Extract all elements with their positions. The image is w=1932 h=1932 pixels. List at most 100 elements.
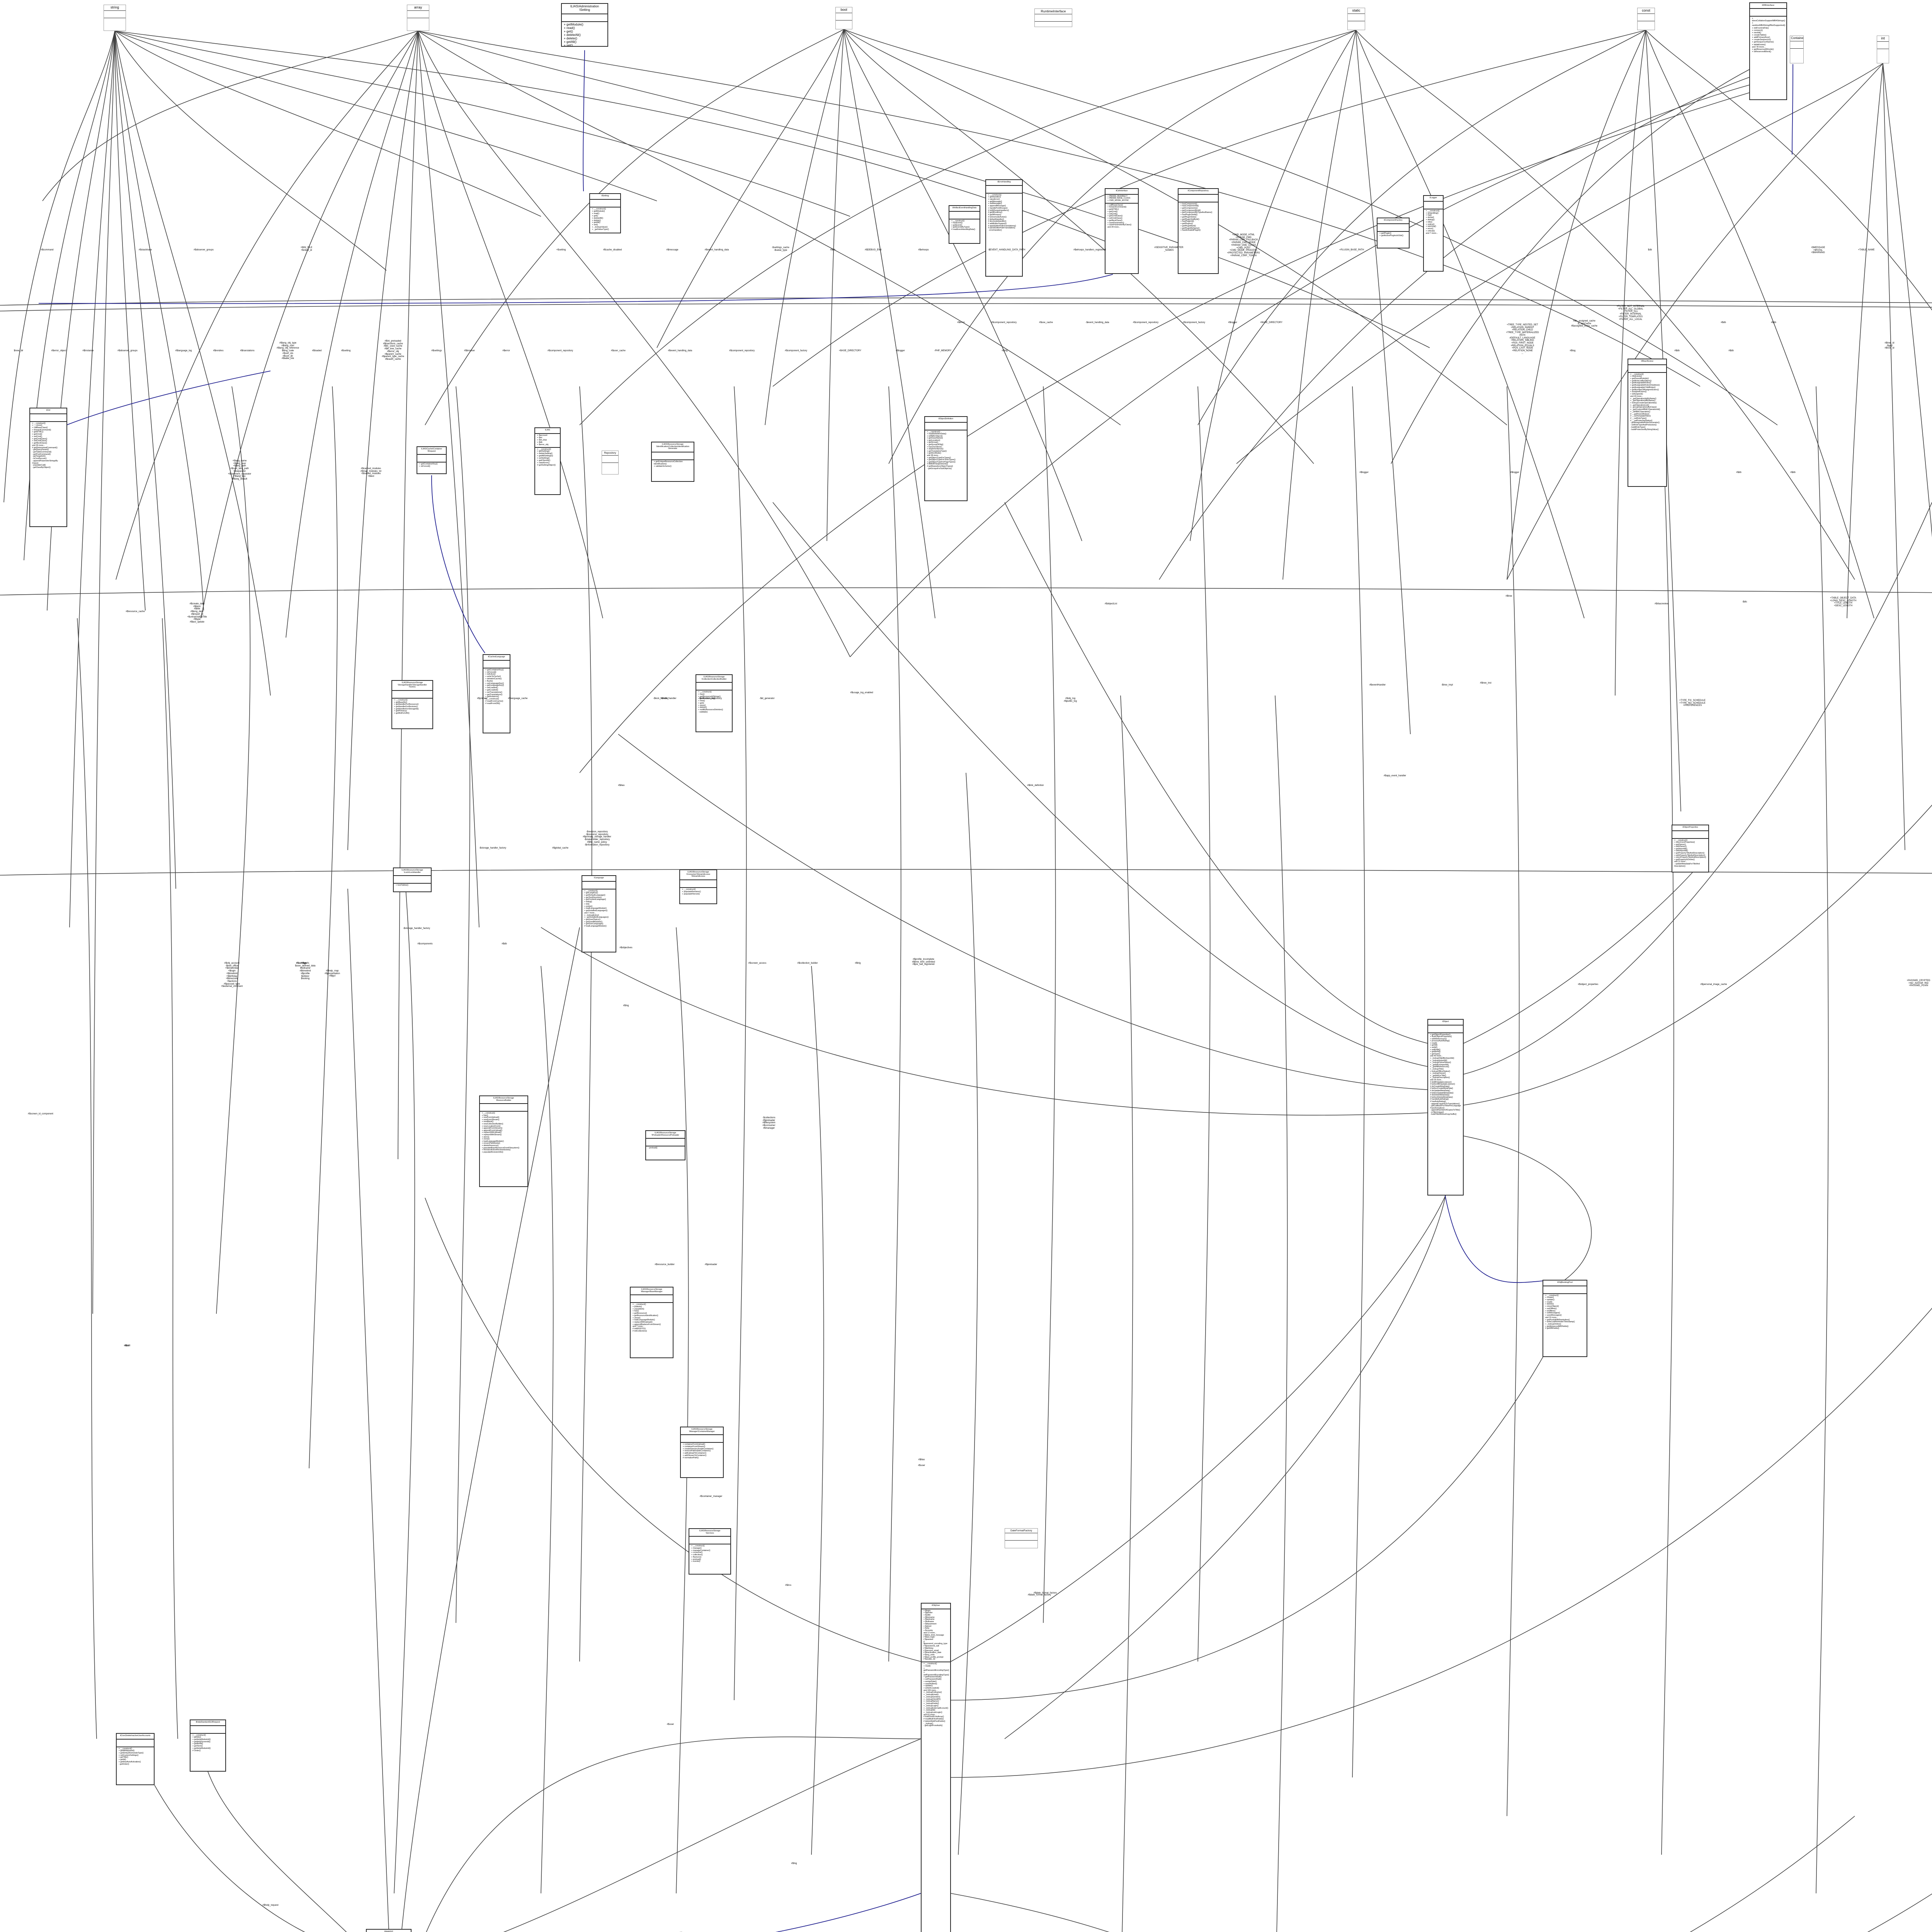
edge-label: #$settings <box>296 962 307 964</box>
class-operations: + hasComponent() + hasComponentId() + ge… <box>1180 202 1213 232</box>
class-node-ilCronDeleteInactiveUserAccounts[interactable]: ilCronDeleteInactiveUserAccounts+ __cons… <box>116 1733 155 1785</box>
class-node-ILIAS_ResourceStorage_Manager_ContainerManager[interactable]: ILIAS\ResourceStorage \Manager\Container… <box>680 1427 724 1478</box>
edge-label: #$global_cache <box>552 847 569 849</box>
class-attributes <box>696 683 732 691</box>
class-node-Repository[interactable]: Repository <box>602 451 619 474</box>
class-node-ilComponentRepository[interactable]: ilComponentRepository+ hasComponent() + … <box>1178 188 1219 274</box>
edge-label: #$use_cache <box>1039 321 1053 324</box>
class-node-ilCachedLanguage[interactable]: ilCachedLanguage+ getContainerKey() + is… <box>483 654 510 733</box>
class-node-ILIAS_ResourceStorage_Identification_CollectionIdentificationGenerator[interactable]: ILIAS\ResourceStorage \Identification\Co… <box>651 442 694 482</box>
edge-label: #$help_map #$presentation #$lgui <box>325 970 340 978</box>
class-node-static[interactable]: static <box>1347 8 1365 30</box>
class-node-ilHelpGUI[interactable]: ilHelpGUI+ __construct() + setDefaultScr… <box>366 1929 412 1932</box>
class-node-ilLogger[interactable]: ilLogger+ __construct() + isHandling() +… <box>1423 195 1444 272</box>
class-attributes <box>480 1104 527 1112</box>
edge-label: #$lang_obj_type #$lang_user #$lang_obj_r… <box>276 342 299 360</box>
edge-label: #$object_properties <box>1578 983 1599 986</box>
class-node-ilObjBookingPool[interactable]: ilObjBookingPool+ __construct() + create… <box>1543 1280 1587 1357</box>
edge-label: #$event_handling_data <box>704 249 729 251</box>
class-operations: + __construct() + has() + getResourceIdS… <box>698 691 723 713</box>
edge-label: #$logger <box>896 350 905 352</box>
class-node-ILIAS_ResourceStorage_Preloader_ResourcePreloader[interactable]: ILIAS\ResourceStorage \Preloader\Resourc… <box>645 1130 685 1160</box>
class-attributes <box>1672 831 1708 839</box>
class-operations <box>836 20 852 22</box>
class-operations: + getContainerKey() + isForced() <box>419 463 438 468</box>
class-node-int[interactable]: int <box>1877 36 1889 63</box>
edge-label: #$obj_account -$tree_office +$timelimite… <box>221 962 243 988</box>
edge-label: +BASE_DIRECTORY <box>839 350 861 352</box>
class-node-ilArtifactEventHandlingData[interactable]: ilArtifactEventHandlingData+ __construct… <box>949 205 980 244</box>
edge-label: #$date_format_factory <box>1027 1594 1051 1596</box>
class-node-ILIAS_ResourceStorage_Lock_LockHandler[interactable]: ILIAS\ResourceStorage \Lock\LockHandler+… <box>393 867 432 892</box>
class-node-ilObjectDefinition[interactable]: ilObjectDefinition+ __construct() + read… <box>924 416 968 501</box>
class-node-ilCtrl[interactable]: ilCtrl+ __construct() + __clone() + call… <box>29 408 67 527</box>
class-node-ILIAS_ResourceStorage_Consumer_StreamAccess_StreamAccess[interactable]: ILIAS\ResourceStorage \Consumer\StreamAc… <box>679 869 717 904</box>
edge-label: #$screen_id_component <box>28 1113 53 1115</box>
class-attributes <box>104 11 126 18</box>
class-node-ilDBInterface[interactable]: ilDBInterface+ doesCollationSupportMB4St… <box>1749 2 1787 100</box>
class-operations: + getUniqueResourceCollection Identifica… <box>654 461 683 468</box>
class-node-ilRbacReview[interactable]: ilRbacReview+ __construct() + roleExists… <box>1628 359 1667 487</box>
class-node-bool[interactable]: bool <box>835 7 852 29</box>
class-node-ILIAS_ResourceStorage_ResourceBuilder[interactable]: ILIAS\ResourceStorage \ResourceBuilder+ … <box>479 1095 528 1187</box>
class-node-ILIAS_Cache_Container_Request[interactable]: ILIAS\Cache\Container \Request+ getConta… <box>417 446 447 474</box>
edge-label: #$resource_cache <box>126 611 145 613</box>
class-node-ilComponentFactory[interactable]: ilComponentFactory+ getPlugin() + getAct… <box>1377 218 1410 248</box>
edge-label: #$create_date #$desc #$title #$long_desc… <box>187 603 207 624</box>
class-node-ILIAS_Administration_Setting[interactable]: ILIAS\Administration \Setting+ getModule… <box>561 3 608 47</box>
edge-label: #$is_assigned_cache -$_opsCache #$assign… <box>1571 320 1598 328</box>
edge-label: #$whoops <box>918 249 929 251</box>
class-title: ilDBInterface <box>1750 3 1786 9</box>
class-node-ilLanguage[interactable]: ilLanguage+ __construct() + getLangKey()… <box>582 875 616 952</box>
class-node-ILIAS_ResourceStorage_StorageHandler_StorageHandlerFactory[interactable]: ILIAS\ResourceStorage \StorageHandler\St… <box>391 680 433 729</box>
edge-label: #$usage_log_enabled <box>850 692 873 694</box>
class-title: static <box>1348 8 1365 14</box>
class-title: ILIAS\ResourceStorage \Lock\LockHandler <box>394 868 431 876</box>
class-node-array[interactable]: array <box>407 5 429 31</box>
class-title: ILIAS\ResourceStorage \Identification\Co… <box>652 442 694 453</box>
class-attributes: + $account + $ini + $ini_ilias + $db + $… <box>535 434 560 448</box>
class-node-ilObject[interactable]: ilObject+ getObjectProperties() + flushO… <box>1427 1019 1464 1196</box>
class-node-ilErrorHandling[interactable]: ilErrorHandling+ __construct() + getHand… <box>985 179 1023 277</box>
class-attributes <box>417 455 446 463</box>
class-node-DateFormatFactory[interactable]: DateFormatFactory <box>1005 1528 1038 1548</box>
class-operations <box>1790 49 1803 50</box>
edge-label: $new_dir <box>14 350 24 352</box>
class-node-ILIAS_ResourceStorage_Collection_CollectionBuilder[interactable]: ILIAS\ResourceStorage \Collection\Collec… <box>696 674 733 732</box>
class-attributes <box>407 11 429 18</box>
class-title: ILIAS\ResourceStorage \ResourceBuilder <box>480 1096 527 1104</box>
class-node-const[interactable]: const <box>1637 8 1655 30</box>
class-attributes <box>1348 14 1365 21</box>
edge-label: #$component_repository <box>729 350 755 352</box>
edge-label: $db <box>1648 249 1652 251</box>
edge-label: #$trig <box>855 962 861 964</box>
class-node-string[interactable]: string <box>104 5 126 31</box>
edge-label: #$tree_inst <box>1480 682 1492 684</box>
edge-label: #$obj_log #$public_log <box>1064 697 1077 702</box>
class-node-RuntimeInterface[interactable]: RuntimeInterface <box>1034 9 1072 27</box>
edge-label: #$observer_groups <box>194 249 214 251</box>
class-node-ILIAS_ResourceStorage_Manager_BaseManager[interactable]: ILIAS\ResourceStorage \Manager\BaseManag… <box>630 1287 673 1358</box>
class-operations <box>1348 21 1365 23</box>
class-node-ilObjectProperties[interactable]: ilObjectProperties+ __construct() + stor… <box>1672 825 1709 872</box>
class-node-ILIAS_ResourceStorage_Services[interactable]: ILIAS\ResourceStorage \Services+ __const… <box>689 1528 731 1575</box>
class-operations: + __construct() + populateRevision() + p… <box>682 888 701 895</box>
edge-label: #$db <box>1728 350 1734 352</box>
edge-label: -$id_generator <box>759 697 775 700</box>
class-node-ilObjUser[interactable]: ilObjUser+ $login + $gender + $utitle + … <box>921 1603 951 1932</box>
class-title: ilRbacReview <box>1628 359 1666 365</box>
edge-label: #$resource_builder <box>655 1264 675 1266</box>
class-operations: + getContainerKey() + isForced() + isAct… <box>485 668 504 705</box>
class-attributes <box>1877 42 1889 49</box>
class-attributes <box>689 1537 730 1545</box>
class-title: ilArtifactEventHandlingData <box>949 206 980 212</box>
class-attributes <box>30 414 66 422</box>
edge-label: #$tree_id -$gap #$root_id <box>1884 342 1895 350</box>
class-node-ilSetting[interactable]: ilSetting+ __construct() + getModule() +… <box>589 193 621 233</box>
edge-label: #$lng <box>623 1005 629 1007</box>
class-node-Container[interactable]: Container <box>1790 36 1804 63</box>
class-node-ilHelpStandardGUIRequest[interactable]: ilHelpStandardGUIRequest+ __construct() … <box>190 1719 226 1772</box>
class-node-ILIAS_main[interactable]: ILIAS+ $account + $ini + $ini_ilias + $d… <box>534 427 561 495</box>
class-node-ilCtrlInterface[interactable]: ilCtrlInterface+ PARAM_REDIRECT + PARAM_… <box>1105 188 1139 274</box>
